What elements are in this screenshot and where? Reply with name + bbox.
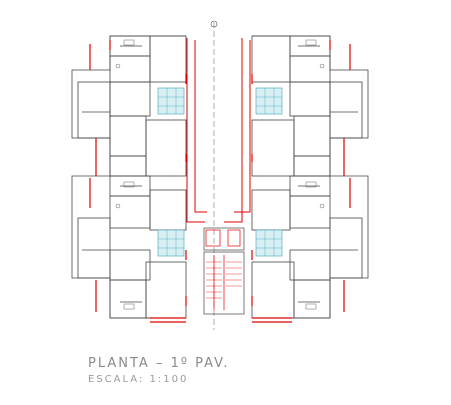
left-wing xyxy=(71,35,187,319)
stair-treads xyxy=(206,261,242,299)
right-wing xyxy=(251,35,369,319)
left-stair-halls xyxy=(157,87,185,257)
fixture-marks xyxy=(115,39,325,310)
stair-core xyxy=(203,227,245,315)
right-stair-hall-grid xyxy=(256,88,282,256)
axis-marker-top xyxy=(210,20,218,28)
drawing-scale: ESCALA: 1:100 xyxy=(88,374,189,385)
central-corridor xyxy=(186,38,251,223)
right-wing-red-walls xyxy=(251,40,351,323)
left-wing-red-walls xyxy=(89,40,187,323)
drawing-title: PLANTA – 1º PAV. xyxy=(88,356,230,371)
right-stair-halls xyxy=(255,87,283,257)
left-stair-hall-grid xyxy=(158,88,184,256)
